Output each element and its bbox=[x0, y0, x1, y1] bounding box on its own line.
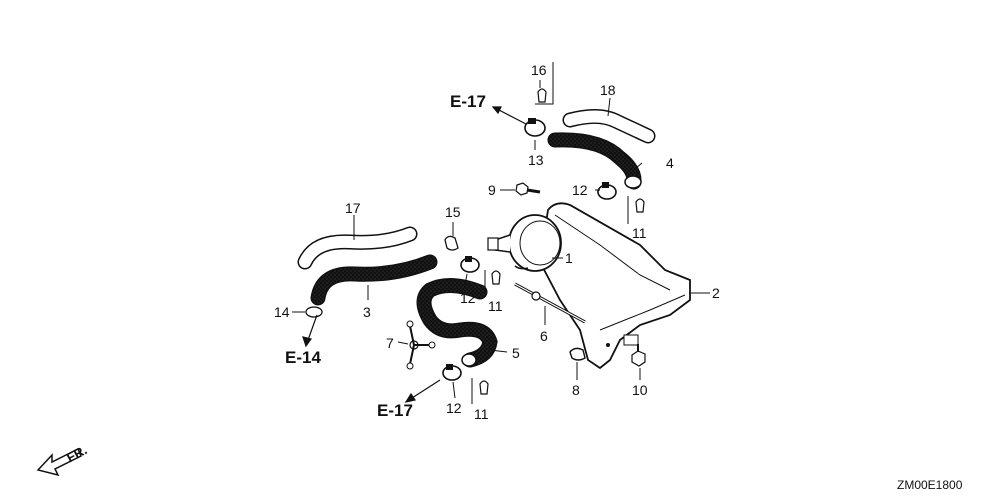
part-label-7: 7 bbox=[386, 335, 394, 351]
clip-11-upper bbox=[635, 198, 645, 213]
clamp-12-lower bbox=[442, 364, 462, 381]
clip-11-lower bbox=[479, 380, 489, 395]
clip-11-middle bbox=[491, 270, 501, 285]
clip-16 bbox=[537, 88, 547, 103]
reference-e17-bottom[interactable]: E-17 bbox=[377, 401, 413, 420]
part-label-13: 13 bbox=[528, 152, 544, 168]
bolt-10 bbox=[631, 344, 646, 367]
part-label-16: 16 bbox=[531, 62, 547, 78]
part-label-8: 8 bbox=[572, 382, 580, 398]
reference-e14[interactable]: E-14 bbox=[285, 348, 321, 367]
joint-7 bbox=[406, 320, 436, 370]
clamp-13 bbox=[524, 118, 546, 137]
clip-15 bbox=[444, 235, 459, 251]
part-label-11-upper: 11 bbox=[632, 225, 647, 241]
reference-e17-top[interactable]: E-17 bbox=[450, 92, 486, 111]
part-label-12-upper: 12 bbox=[572, 182, 588, 198]
part-label-9: 9 bbox=[488, 182, 496, 198]
clip-14 bbox=[305, 306, 323, 318]
part-label-12-lower: 12 bbox=[446, 400, 462, 416]
pump-1 bbox=[508, 214, 562, 272]
part-label-12-middle: 12 bbox=[460, 290, 476, 306]
part-label-6: 6 bbox=[540, 328, 548, 344]
part-label-2: 2 bbox=[712, 285, 720, 301]
part-label-15: 15 bbox=[445, 204, 461, 220]
part-label-1: 1 bbox=[565, 250, 573, 266]
part-label-17: 17 bbox=[345, 200, 361, 216]
diagram-code: ZM00E1800 bbox=[897, 478, 963, 492]
part-label-18: 18 bbox=[600, 82, 616, 98]
part-label-10: 10 bbox=[632, 382, 648, 398]
clamp-12-upper bbox=[597, 182, 617, 200]
clamp-12-middle bbox=[460, 256, 480, 273]
tank-2 bbox=[539, 202, 691, 370]
part-label-4: 4 bbox=[666, 155, 674, 171]
part-label-11-middle: 11 bbox=[488, 298, 503, 314]
bolt-9 bbox=[515, 182, 541, 196]
part-label-3: 3 bbox=[363, 304, 371, 320]
part-label-5: 5 bbox=[512, 345, 520, 361]
part-label-11-lower: 11 bbox=[474, 406, 489, 422]
front-arrow bbox=[36, 447, 82, 477]
clamp-8 bbox=[569, 347, 586, 361]
part-label-14: 14 bbox=[274, 304, 290, 320]
